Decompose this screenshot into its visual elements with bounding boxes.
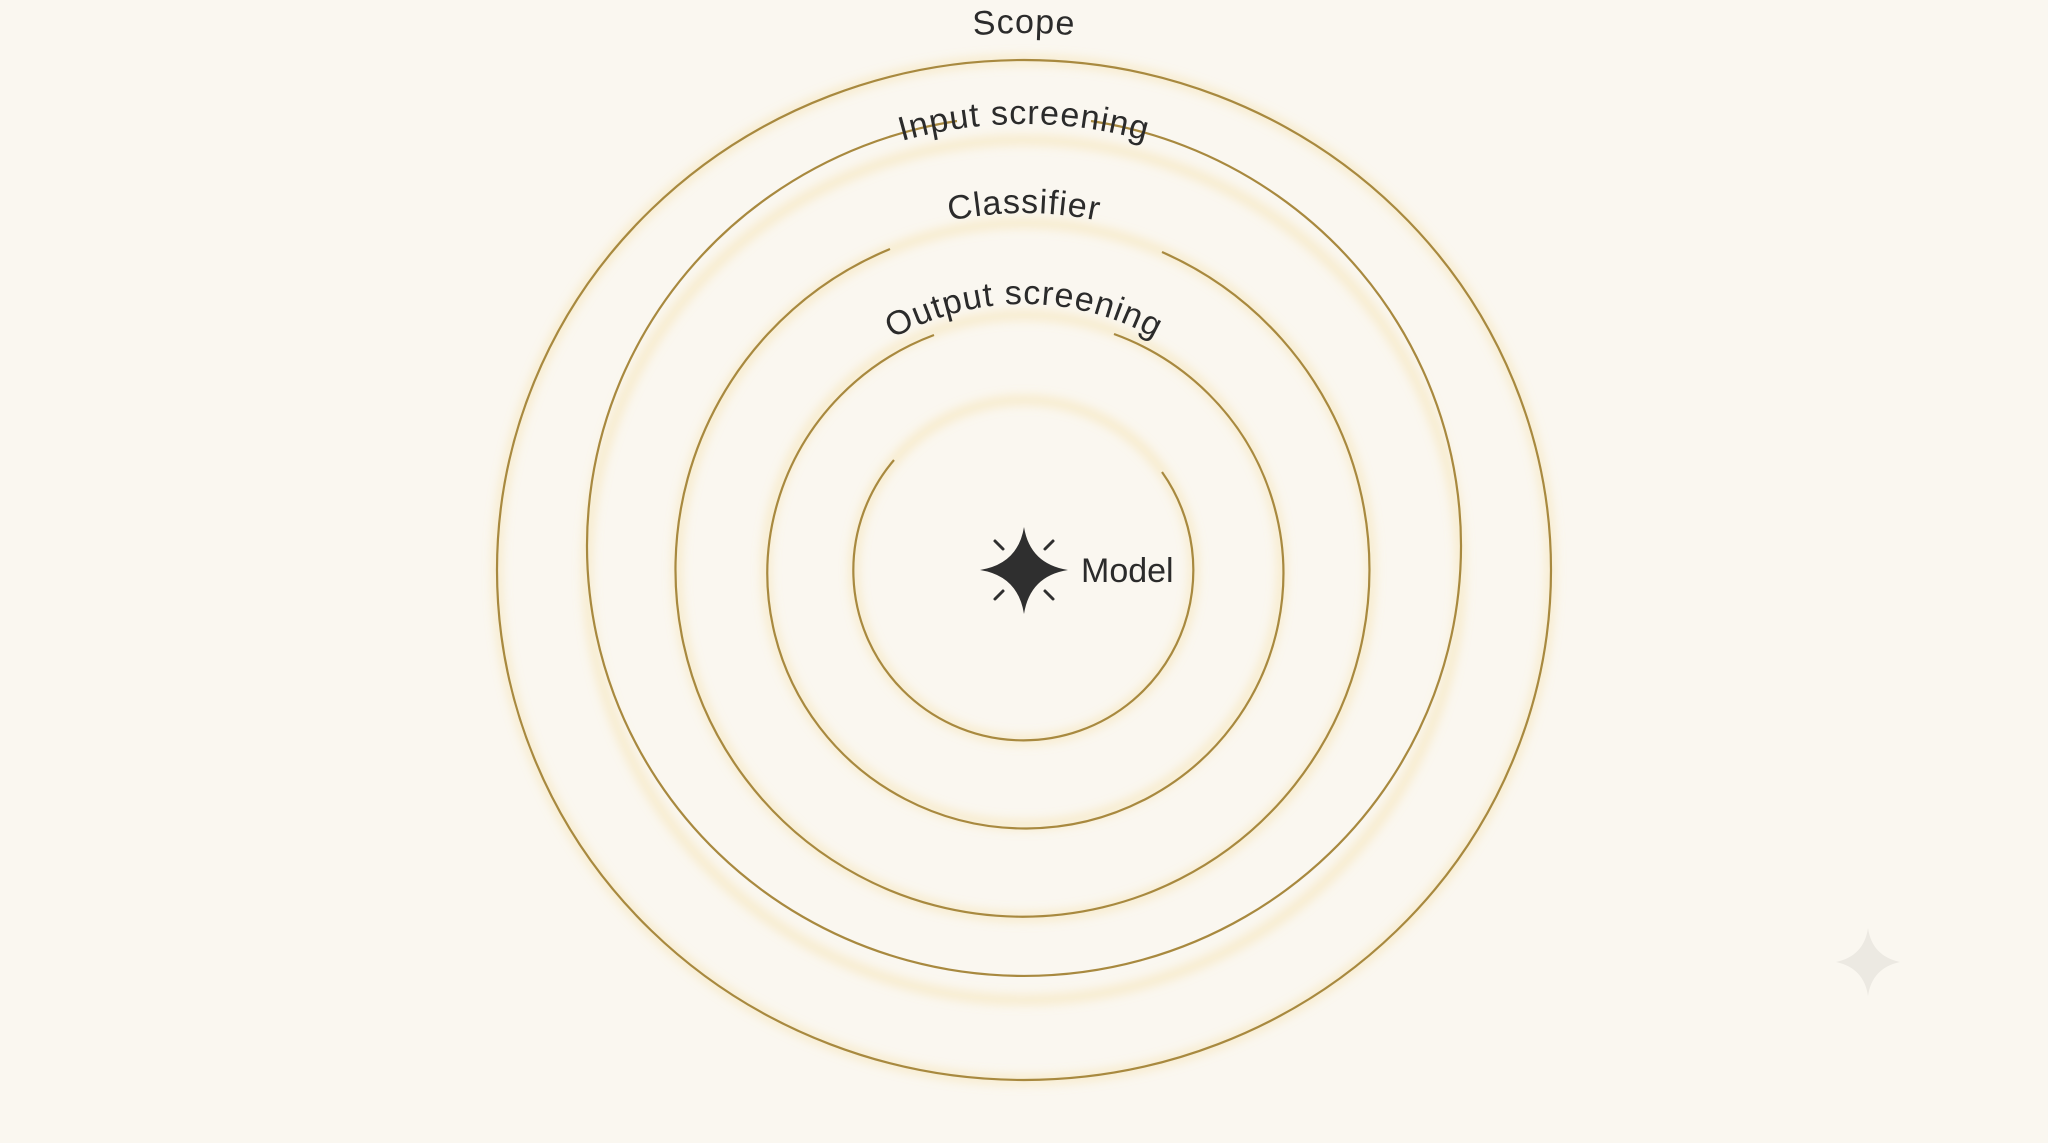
output-screening-ring-glow bbox=[761, 310, 1287, 830]
sparkle-icon bbox=[980, 527, 1068, 614]
watermark-sparkle-icon bbox=[1836, 928, 1900, 996]
input-screening-ring bbox=[585, 119, 1463, 978]
model-ring bbox=[852, 459, 1195, 742]
classifier-ring bbox=[674, 247, 1371, 918]
model-node: Model bbox=[980, 527, 1174, 614]
rings-group bbox=[495, 58, 1553, 1082]
model-label: Model bbox=[1081, 552, 1174, 590]
ring-labels-group: Scope Input screening Classifier Output … bbox=[879, 3, 1169, 346]
output-screening-ring bbox=[766, 332, 1285, 830]
scope-ring bbox=[495, 58, 1553, 1082]
scope-label: Scope bbox=[971, 3, 1077, 43]
